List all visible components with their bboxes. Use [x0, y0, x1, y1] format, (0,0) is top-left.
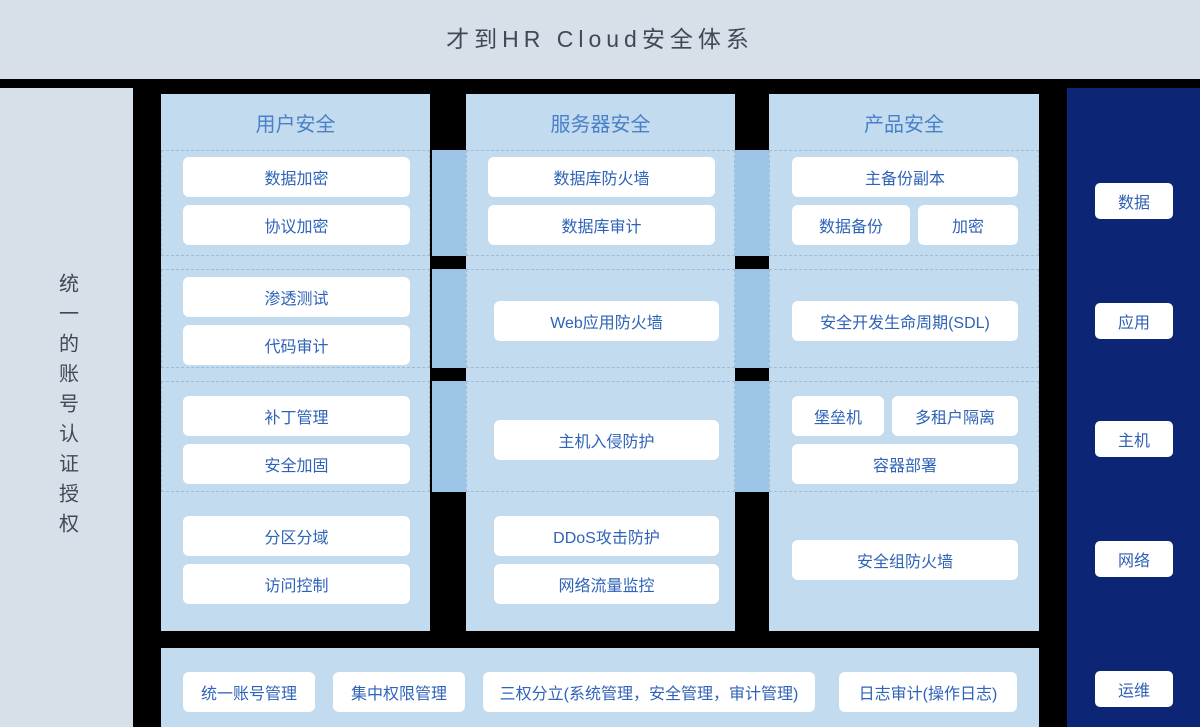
card-product-1-3[interactable]: 加密 [918, 205, 1018, 245]
card-server-1-1[interactable]: 数据库防火墙 [488, 157, 715, 197]
right-sidebar: 数据 应用 主机 网络 运维 [1067, 88, 1200, 727]
card-server-1-2[interactable]: 数据库审计 [488, 205, 715, 245]
card-product-3-2[interactable]: 多租户隔离 [892, 396, 1018, 436]
card-server-3-1[interactable]: 主机入侵防护 [494, 420, 719, 460]
left-sidebar-label: 统一的账号认证授权 [55, 272, 78, 543]
connector-strip-col1-col2-row1 [432, 150, 466, 256]
bottom-item-log-audit[interactable]: 日志审计(操作日志) [839, 672, 1017, 712]
column-server-security: 服务器安全 数据库防火墙 数据库审计 Web应用防火墙 主机入侵防护 DDoS攻… [466, 94, 735, 631]
card-product-2-1[interactable]: 安全开发生命周期(SDL) [792, 301, 1018, 341]
card-user-2-1[interactable]: 渗透测试 [183, 277, 410, 317]
connector-strip-col1-col2-row3 [432, 381, 466, 492]
card-product-1-2[interactable]: 数据备份 [792, 205, 910, 245]
card-user-3-2[interactable]: 安全加固 [183, 444, 410, 484]
right-sidebar-item-app[interactable]: 应用 [1095, 303, 1173, 339]
card-product-1-1[interactable]: 主备份副本 [792, 157, 1018, 197]
column-header-user-security: 用户安全 [255, 113, 336, 136]
card-user-4-1[interactable]: 分区分域 [183, 516, 410, 556]
card-server-4-1[interactable]: DDoS攻击防护 [494, 516, 719, 556]
right-sidebar-item-host[interactable]: 主机 [1095, 421, 1173, 457]
bottom-bar: 统一账号管理 集中权限管理 三权分立(系统管理，安全管理，审计管理) 日志审计(… [161, 648, 1039, 727]
bottom-item-central-permission[interactable]: 集中权限管理 [333, 672, 465, 712]
connector-strip-col1-col2-row2 [432, 269, 466, 368]
connector-strip-col2-col3-row1 [735, 150, 769, 256]
right-sidebar-item-data[interactable]: 数据 [1095, 183, 1173, 219]
bottom-item-unified-account[interactable]: 统一账号管理 [183, 672, 315, 712]
column-product-security: 产品安全 主备份副本 数据备份 加密 安全开发生命周期(SDL) 堡垒机 多租户… [769, 94, 1039, 631]
card-user-3-1[interactable]: 补丁管理 [183, 396, 410, 436]
right-sidebar-item-ops[interactable]: 运维 [1095, 671, 1173, 707]
connector-strip-col2-col3-row2 [735, 269, 769, 368]
card-user-2-2[interactable]: 代码审计 [183, 325, 410, 365]
left-sidebar: 统一的账号认证授权 [0, 88, 133, 727]
card-product-3-1[interactable]: 堡垒机 [792, 396, 884, 436]
card-user-1-2[interactable]: 协议加密 [183, 205, 410, 245]
column-user-security: 用户安全 数据加密 协议加密 渗透测试 代码审计 补丁管理 安全加固 分区分域 … [161, 94, 430, 631]
page-header: 才到HR Cloud安全体系 [0, 0, 1200, 79]
bottom-item-separation-of-powers[interactable]: 三权分立(系统管理，安全管理，审计管理) [483, 672, 815, 712]
card-server-2-1[interactable]: Web应用防火墙 [494, 301, 719, 341]
card-product-3-3[interactable]: 容器部署 [792, 444, 1018, 484]
card-user-1-1[interactable]: 数据加密 [183, 157, 410, 197]
card-user-4-2[interactable]: 访问控制 [183, 564, 410, 604]
card-server-4-2[interactable]: 网络流量监控 [494, 564, 719, 604]
column-header-product-security: 产品安全 [864, 113, 944, 136]
card-product-4-1[interactable]: 安全组防火墙 [792, 540, 1018, 580]
page-title: 才到HR Cloud安全体系 [446, 26, 754, 52]
connector-strip-col2-col3-row3 [735, 381, 769, 492]
right-sidebar-item-network[interactable]: 网络 [1095, 541, 1173, 577]
column-header-server-security: 服务器安全 [550, 113, 651, 136]
